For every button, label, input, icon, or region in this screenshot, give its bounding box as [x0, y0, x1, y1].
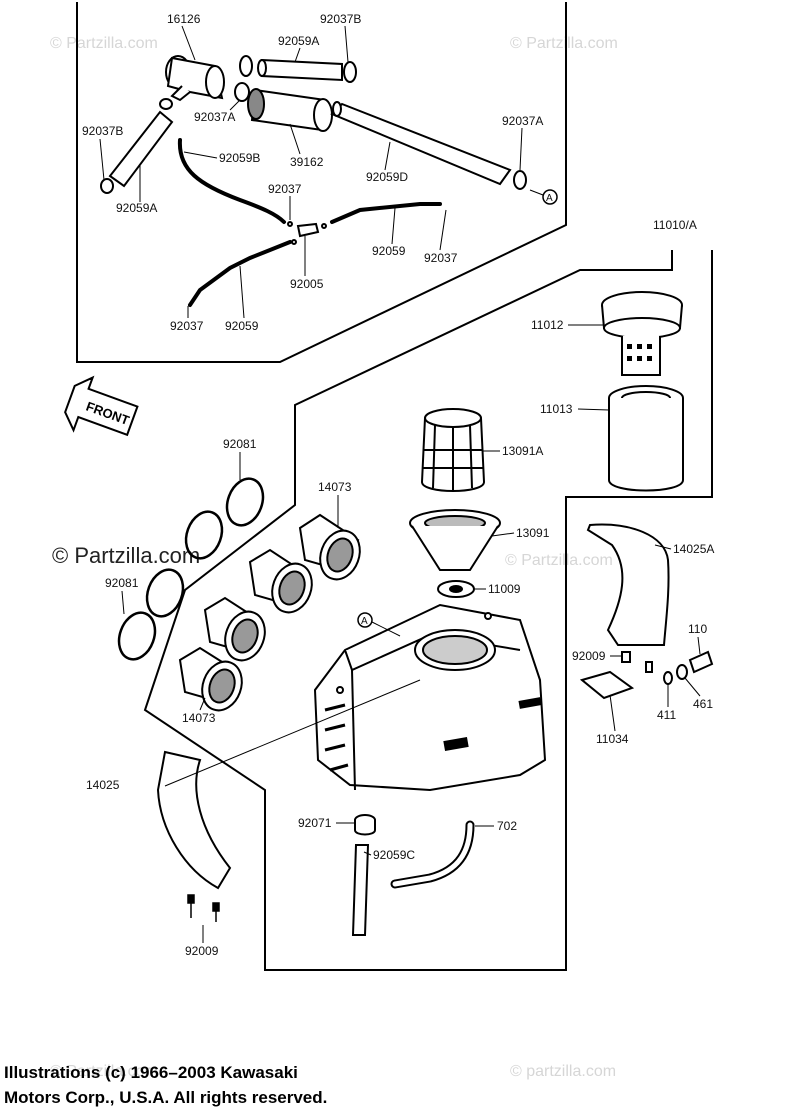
label-110: 110 — [688, 622, 707, 636]
label-411: 411 — [657, 708, 676, 722]
label-11012: 11012 — [531, 318, 564, 332]
label-92037-right: 92037 — [424, 251, 458, 265]
label-14025a: 14025A — [673, 542, 714, 556]
label-92005: 92005 — [290, 277, 324, 291]
circle-a-tank — [357, 612, 373, 628]
resonator-39162 — [247, 88, 333, 132]
tank-group-boundary — [143, 250, 713, 971]
label-92037a-mid: 92037A — [194, 110, 235, 124]
screen-13091a — [420, 408, 486, 492]
label-14073-top: 14073 — [318, 480, 352, 494]
label-92009-right: 92009 — [572, 649, 606, 663]
label-461: 461 — [693, 697, 713, 711]
hose-92059a-left — [108, 110, 174, 188]
label-92081-top: 92081 — [223, 437, 257, 451]
hose-92059-right — [330, 202, 442, 224]
copyright-line-1: Illustrations (c) 1966–2003 Kawasaki — [4, 1063, 298, 1082]
hose-group-boundary — [76, 2, 567, 363]
circle-a-top — [542, 189, 558, 205]
front-arrow: FRONT — [64, 375, 139, 437]
air-intake-elbow — [165, 55, 225, 102]
grommet-92071 — [354, 814, 376, 836]
clamps-left — [100, 98, 173, 194]
bracket-14025 — [156, 750, 232, 890]
watermark-mid-right: © Partzilla.com — [505, 552, 613, 569]
watermark-top-right: © Partzilla.com — [510, 35, 618, 52]
clamps-top — [234, 55, 357, 102]
label-39162: 39162 — [290, 155, 324, 169]
label-92037b-top: 92037B — [320, 12, 361, 26]
circle-a-top-label: A — [546, 193, 553, 204]
funnel-13091 — [409, 509, 501, 571]
hose-92059b — [177, 138, 286, 224]
label-11009: 11009 — [488, 582, 521, 596]
circle-a-tank-label: A — [361, 616, 368, 627]
label-92059-right: 92059 — [372, 244, 406, 258]
hose-92059-bottom — [188, 240, 292, 307]
bolts-92009-bottom — [187, 894, 220, 922]
label-92037-bottom: 92037 — [170, 319, 204, 333]
air-box-tank — [313, 603, 547, 792]
label-92059c: 92059C — [373, 848, 415, 862]
label-92009-bottom: 92009 — [185, 944, 219, 958]
label-92059b: 92059B — [219, 151, 260, 165]
label-92037a-right: 92037A — [502, 114, 543, 128]
label-13091: 13091 — [516, 526, 550, 540]
label-92037-mid: 92037 — [268, 182, 302, 196]
label-14073-bottom: 14073 — [182, 711, 216, 725]
cap-11012 — [601, 291, 683, 376]
copyright-line-2: Motors Corp., U.S.A. All rights reserved… — [4, 1088, 328, 1107]
label-92059-bottom: 92059 — [225, 319, 259, 333]
label-92059d: 92059D — [366, 170, 408, 184]
label-13091a: 13091A — [502, 444, 543, 458]
tee-92005 — [287, 221, 327, 245]
watermark-bottom-right: © partzilla.com — [510, 1063, 616, 1080]
boots-14073 — [178, 513, 361, 712]
bracket-14025a — [586, 523, 670, 646]
watermark-mid-left: © Partzilla.com — [52, 543, 200, 568]
label-14025: 14025 — [86, 778, 120, 792]
label-11013: 11013 — [540, 402, 573, 416]
drain-hose-92059c — [351, 844, 370, 936]
label-11034: 11034 — [596, 732, 629, 746]
label-92037b-left: 92037B — [82, 124, 123, 138]
label-11010a: 11010/A — [653, 218, 697, 232]
gasket-11009 — [437, 580, 475, 598]
label-16126: 16126 — [167, 12, 201, 26]
filter-11013 — [608, 385, 684, 492]
label-92081-left: 92081 — [105, 576, 139, 590]
label-92059a-top: 92059A — [278, 34, 319, 48]
hose-92059d — [330, 101, 512, 186]
watermark-bottom-left: © Partzilla.com — [50, 1063, 158, 1080]
watermark-top-left: © Partzilla.com — [50, 35, 158, 52]
clamp-92037a-right — [513, 170, 527, 190]
label-92071: 92071 — [298, 816, 332, 830]
orings-92081 — [117, 477, 265, 661]
hardware-right — [579, 650, 714, 700]
label-92059a-left: 92059A — [116, 201, 157, 215]
label-702: 702 — [497, 819, 517, 833]
hose-92059a-top — [257, 58, 343, 82]
